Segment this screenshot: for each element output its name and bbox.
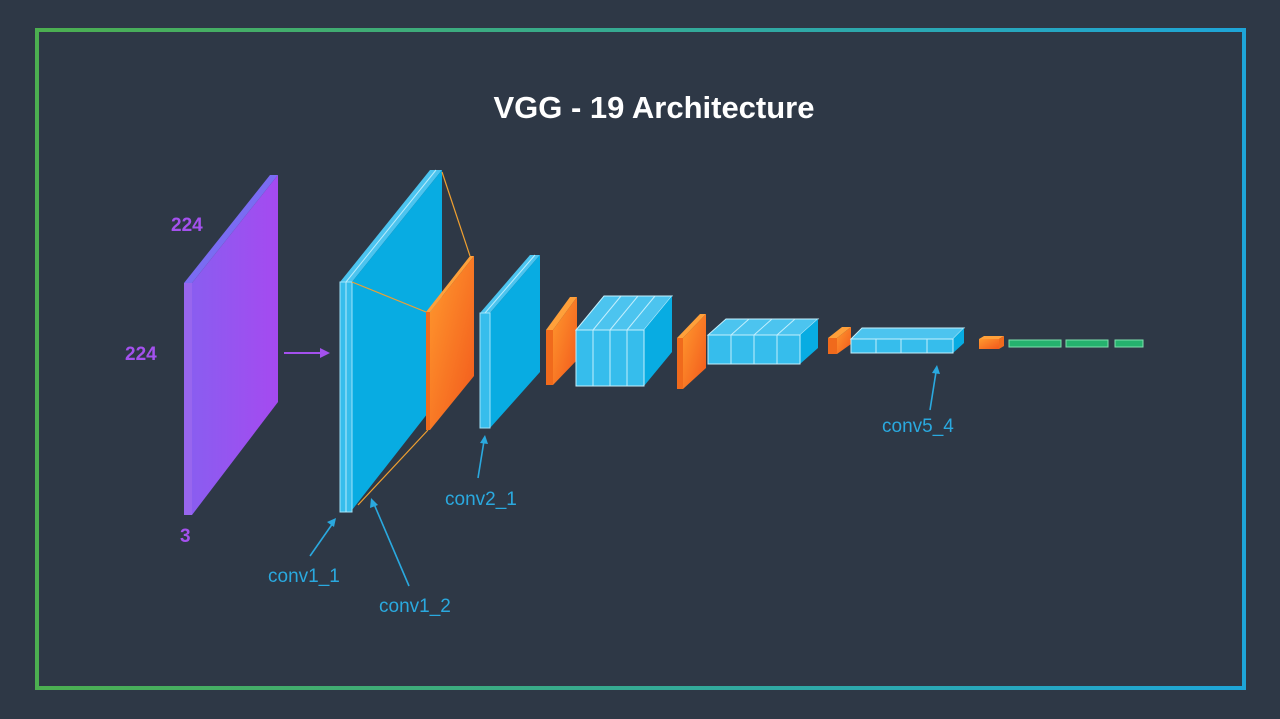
input-image-block	[184, 175, 278, 515]
conv2-block	[479, 254, 540, 429]
pool1-block	[426, 256, 474, 430]
diagram-title: VGG - 19 Architecture	[493, 90, 814, 125]
dense-layer-3	[1114, 339, 1144, 348]
conv1-2-pointer	[370, 498, 410, 587]
conv2-1-pointer	[477, 435, 488, 479]
pool4-block	[828, 327, 851, 354]
dense-layer-1	[1008, 339, 1062, 348]
pool3-block	[677, 314, 706, 389]
dense-layer-2	[1065, 339, 1109, 348]
label-conv1-1: conv1_1	[268, 566, 340, 587]
dense-layers	[1008, 339, 1144, 348]
conv5-block	[849, 327, 966, 354]
label-conv1-2: conv1_2	[379, 596, 451, 617]
conv1-block	[339, 169, 471, 513]
conv4-block	[706, 318, 820, 365]
conv3-block	[574, 295, 674, 387]
input-height-label: 224	[171, 215, 203, 236]
pool2-block	[546, 297, 577, 385]
label-conv2-1: conv2_1	[445, 489, 517, 510]
label-conv5-4: conv5_4	[882, 416, 954, 437]
pool5-block	[979, 336, 1004, 349]
conv5-4-pointer	[929, 365, 940, 411]
input-channels-label: 3	[180, 526, 191, 547]
conv1-1-pointer	[309, 518, 336, 557]
input-width-label: 224	[125, 344, 157, 365]
frame-border	[35, 28, 1246, 690]
input-arrow	[284, 348, 330, 358]
